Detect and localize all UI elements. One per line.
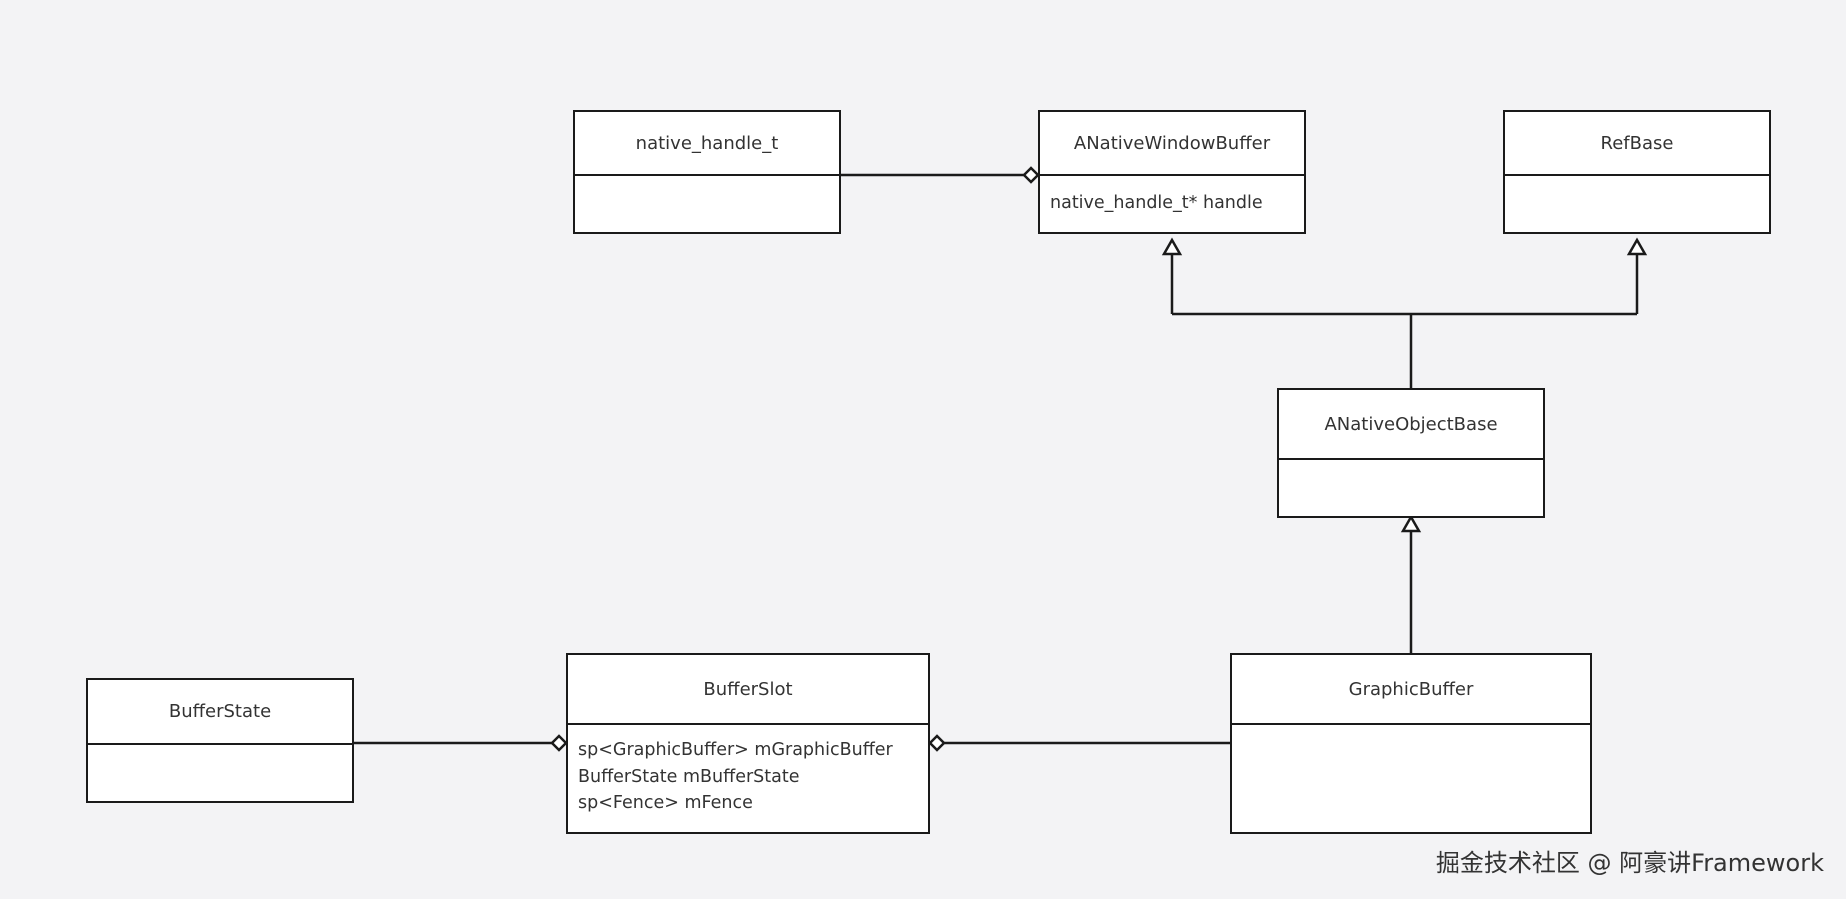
class-buffer-state: BufferState	[86, 678, 354, 803]
member-field: sp<GraphicBuffer> mGraphicBuffer	[578, 740, 893, 760]
class-members: native_handle_t* handle	[1040, 176, 1304, 232]
class-name: BufferState	[88, 680, 352, 745]
aggregation-diamond-buffer-state	[550, 734, 568, 752]
class-graphic-buffer: GraphicBuffer	[1230, 653, 1592, 834]
class-members: sp<GraphicBuffer> mGraphicBuffer BufferS…	[568, 725, 928, 832]
class-members	[1279, 460, 1543, 516]
inheritance-arrow-anative-window-buffer	[1161, 237, 1183, 256]
inheritance-arrow-refbase	[1626, 237, 1648, 256]
class-name: GraphicBuffer	[1232, 655, 1590, 725]
class-native-handle-t: native_handle_t	[573, 110, 841, 234]
class-name: ANativeWindowBuffer	[1040, 112, 1304, 176]
class-members	[1232, 725, 1590, 832]
class-anative-object-base: ANativeObjectBase	[1277, 388, 1545, 518]
watermark: 掘金技术社区 @ 阿豪讲Framework	[1435, 849, 1824, 877]
class-refbase: RefBase	[1503, 110, 1771, 234]
member-field: sp<Fence> mFence	[578, 793, 753, 813]
class-name: native_handle_t	[575, 112, 839, 176]
inheritance-arrow-anative-object-base	[1400, 514, 1422, 533]
member-field: BufferState mBufferState	[578, 766, 800, 787]
class-name: BufferSlot	[568, 655, 928, 725]
class-anative-window-buffer: ANativeWindowBuffer native_handle_t* han…	[1038, 110, 1306, 234]
aggregation-diamond-graphic-buffer	[928, 734, 946, 752]
class-name: RefBase	[1505, 112, 1769, 176]
class-members	[575, 176, 839, 232]
class-members	[1505, 176, 1769, 232]
class-buffer-slot: BufferSlot sp<GraphicBuffer> mGraphicBuf…	[566, 653, 930, 834]
class-name: ANativeObjectBase	[1279, 390, 1543, 460]
aggregation-diamond-native-handle	[1022, 166, 1040, 184]
class-members	[88, 745, 352, 801]
member-field: native_handle_t* handle	[1050, 193, 1263, 213]
